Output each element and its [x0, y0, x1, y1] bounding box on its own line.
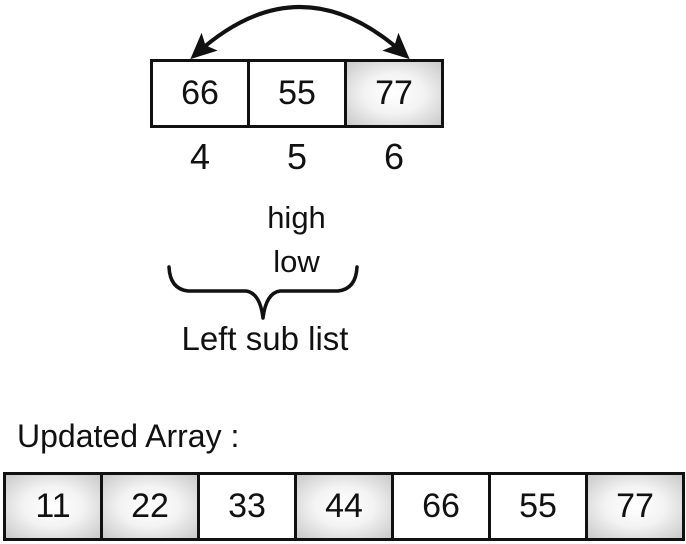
- array-cell-11: 11: [3, 472, 103, 541]
- array-cell-44: 44: [294, 472, 394, 541]
- updated-array-title: Updated Array :: [17, 418, 240, 454]
- array-cell-33: 33: [197, 472, 297, 541]
- low-pointer-label: low: [273, 244, 320, 279]
- array-cell-55: 55: [488, 472, 588, 541]
- index-labels: 4 5 6: [150, 136, 441, 178]
- array-cell-77: 77: [585, 472, 685, 541]
- index-label-5: 5: [286, 136, 308, 177]
- index-label-6: 6: [383, 136, 405, 177]
- index-label-4: 4: [189, 136, 211, 177]
- array-cell-77: 77: [344, 59, 444, 128]
- array-cell-66: 66: [150, 59, 250, 128]
- left-sublist-label: Left sub list: [181, 320, 349, 357]
- array-cell-22: 22: [100, 472, 200, 541]
- swap-arrow-icon: [190, 5, 410, 60]
- high-pointer-label: high: [267, 200, 326, 235]
- underbrace-icon: [167, 265, 359, 320]
- array-cell-55: 55: [247, 59, 347, 128]
- array-cell-66: 66: [391, 472, 491, 541]
